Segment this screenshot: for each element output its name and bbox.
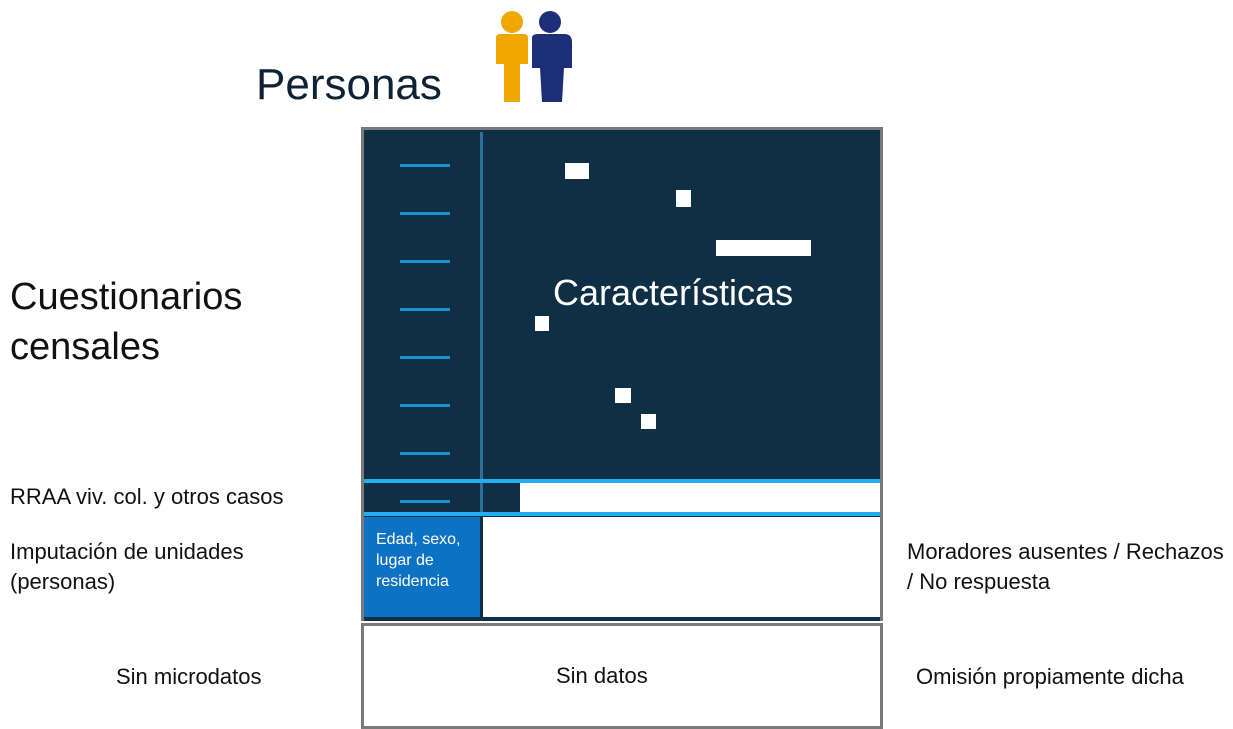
record-dash bbox=[400, 356, 450, 359]
no-microdata-label: Sin microdatos bbox=[116, 664, 262, 689]
record-dash bbox=[400, 212, 450, 215]
no-data-box bbox=[361, 623, 883, 729]
imputation-bottom-line bbox=[364, 617, 880, 621]
people-icon bbox=[496, 11, 572, 102]
characteristics-label: Características bbox=[553, 272, 794, 313]
record-dash bbox=[400, 164, 450, 167]
rraa-top-line bbox=[364, 479, 880, 483]
missing-value-block bbox=[641, 414, 656, 429]
rraa-bottom-line bbox=[364, 512, 880, 516]
missing-value-block bbox=[615, 388, 631, 403]
absent-residents-label: Moradores ausentes / Rechazos / No respu… bbox=[907, 539, 1224, 594]
questionnaires-label: Cuestionarios censales bbox=[10, 276, 243, 368]
rraa-band bbox=[520, 483, 880, 512]
omission-label: Omisión propiamente dicha bbox=[916, 664, 1184, 689]
missing-value-block bbox=[716, 240, 811, 256]
no-data-label: Sin datos bbox=[556, 663, 648, 688]
imputation-divider bbox=[480, 517, 483, 619]
record-dash bbox=[400, 308, 450, 311]
missing-value-block bbox=[676, 190, 691, 207]
age-sex-residence-box: Edad, sexo, lugar de residencia bbox=[364, 517, 480, 619]
record-dash bbox=[400, 452, 450, 455]
imputation-label: Imputación de unidades (personas) bbox=[10, 539, 244, 594]
record-dash bbox=[400, 500, 450, 503]
record-dash bbox=[400, 404, 450, 407]
diagram-title: Personas bbox=[256, 60, 442, 109]
missing-value-block bbox=[535, 316, 549, 331]
record-dash bbox=[400, 260, 450, 263]
missing-value-block bbox=[565, 163, 589, 179]
rraa-label: RRAA viv. col. y otros casos bbox=[10, 484, 284, 509]
panel-divider bbox=[480, 132, 483, 512]
